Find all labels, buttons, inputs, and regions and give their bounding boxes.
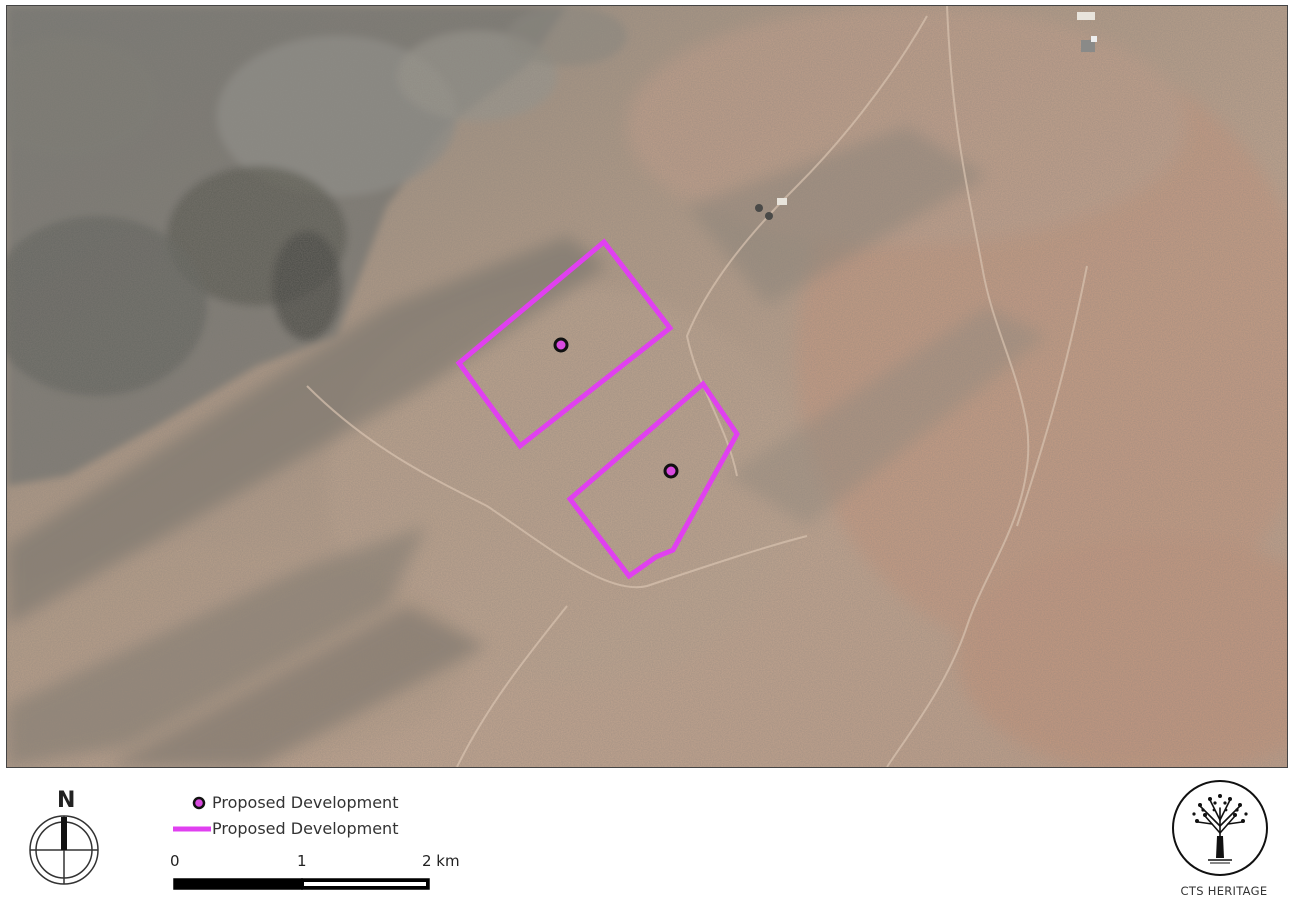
legend-point-symbol	[192, 796, 206, 810]
southern-development-point[interactable]	[663, 463, 679, 479]
tree-icon	[1172, 780, 1268, 876]
terrain-texture	[7, 6, 1287, 767]
scale-tick-0: 0	[170, 852, 180, 870]
farm-structures	[755, 12, 1097, 220]
dirt-tracks	[306, 6, 1088, 767]
northern-development-point[interactable]	[553, 337, 569, 353]
scale-tick-2: 2 km	[422, 852, 460, 870]
northern-development-area[interactable]	[455, 238, 674, 450]
scale-bar	[173, 878, 430, 890]
north-arrow-icon	[29, 815, 99, 885]
scale-tick-1: 1	[297, 852, 307, 870]
legend-point-label: Proposed Development	[212, 793, 399, 812]
satellite-map[interactable]	[7, 6, 1287, 767]
north-arrow-letter: N	[57, 788, 76, 813]
legend-polygon-label: Proposed Development	[212, 819, 399, 838]
southern-development-area[interactable]	[566, 380, 740, 580]
legend-polygon-symbol	[173, 826, 211, 832]
map-frame[interactable]	[6, 5, 1288, 768]
logo-caption: CTS HERITAGE	[1180, 884, 1268, 898]
